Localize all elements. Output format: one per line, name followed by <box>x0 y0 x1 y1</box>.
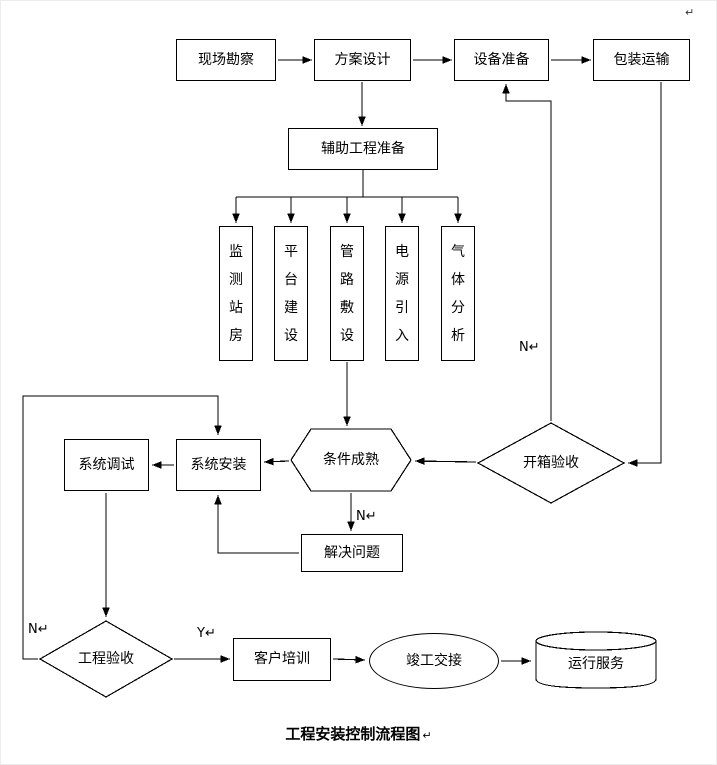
connector-unboxing-to-conditions <box>414 457 477 465</box>
connector-conditions-to-install <box>263 457 290 466</box>
connector-training-to-handover <box>332 655 366 664</box>
node-power-feed: 电源引入 <box>385 226 419 361</box>
node-solve-problems: 解决问题 <box>301 534 403 572</box>
node-completion-handover-label: 竣工交接 <box>406 652 462 669</box>
branch-label-conditions-n: N↵ <box>356 509 377 524</box>
node-operation-service: 运行服务 <box>536 641 656 687</box>
operation-service-cylinder-body <box>535 641 657 689</box>
node-project-acceptance: 工程验收 <box>40 621 172 697</box>
node-operation-service-label: 运行服务 <box>568 655 624 672</box>
node-system-install-label: 系统安装 <box>190 456 247 473</box>
connector-packing-to-unboxing <box>628 82 662 467</box>
node-auxiliary-prep-label: 辅助工程准备 <box>321 140 405 157</box>
node-site-survey: 现场勘察 <box>176 39 276 81</box>
node-completion-handover: 竣工交接 <box>369 633 499 689</box>
node-platform-build-label: 平台建设 <box>284 243 298 344</box>
connector-unboxing-n-to-equipment <box>502 84 552 421</box>
node-monitor-station-label: 监测站房 <box>229 243 243 344</box>
node-unboxing-acceptance-label: 开箱验收 <box>523 454 579 471</box>
conditions-ready-hexagon-shape <box>290 428 412 492</box>
node-packing-transport: 包装运输 <box>593 39 690 81</box>
node-gas-analysis-label: 气体分析 <box>451 243 465 344</box>
node-customer-training-label: 客户培训 <box>254 651 310 668</box>
node-power-feed-label: 电源引入 <box>395 243 409 344</box>
paragraph-mark: ↵ <box>685 6 695 19</box>
node-monitor-station: 监测站房 <box>219 226 253 361</box>
node-scheme-design: 方案设计 <box>314 39 411 81</box>
node-pipeline-laying: 管路敷设 <box>330 226 364 361</box>
branch-label-acceptance-y: Y↵ <box>197 626 216 641</box>
node-auxiliary-prep: 辅助工程准备 <box>288 128 438 170</box>
project-acceptance-diamond-shape <box>38 620 174 698</box>
branch-label-unboxing-n: N↵ <box>519 340 540 355</box>
node-unboxing-acceptance: 开箱验收 <box>478 423 624 503</box>
node-conditions-ready-label: 条件成熟 <box>323 451 379 468</box>
node-conditions-ready: 条件成熟 <box>291 429 411 491</box>
chart-title: 工程安装控制流程图↵ <box>1 723 716 744</box>
title-paragraph-mark: ↵ <box>422 729 432 742</box>
node-customer-training: 客户培训 <box>233 638 331 681</box>
node-solve-problems-label: 解决问题 <box>324 544 380 561</box>
connector-solve-to-install <box>214 495 299 554</box>
node-system-debug-label: 系统调试 <box>78 456 135 473</box>
branch-label-acceptance-n: N↵ <box>28 622 49 637</box>
node-pipeline-laying-label: 管路敷设 <box>340 243 354 344</box>
node-packing-transport-label: 包装运输 <box>613 51 670 68</box>
node-equipment-prep: 设备准备 <box>454 39 549 81</box>
node-gas-analysis: 气体分析 <box>441 226 475 361</box>
node-platform-build: 平台建设 <box>274 226 308 361</box>
operation-service-cylinder-top <box>535 631 657 651</box>
node-site-survey-label: 现场勘察 <box>198 51 254 68</box>
node-scheme-design-label: 方案设计 <box>334 51 391 68</box>
node-equipment-prep-label: 设备准备 <box>473 51 530 68</box>
node-system-install: 系统安装 <box>176 439 261 491</box>
unboxing-acceptance-diamond-shape <box>476 422 626 504</box>
chart-title-text: 工程安装控制流程图 <box>285 725 421 743</box>
connector-acceptance-n-loop-to-install <box>22 395 222 660</box>
node-project-acceptance-label: 工程验收 <box>78 650 134 667</box>
node-system-debug: 系统调试 <box>64 439 149 491</box>
